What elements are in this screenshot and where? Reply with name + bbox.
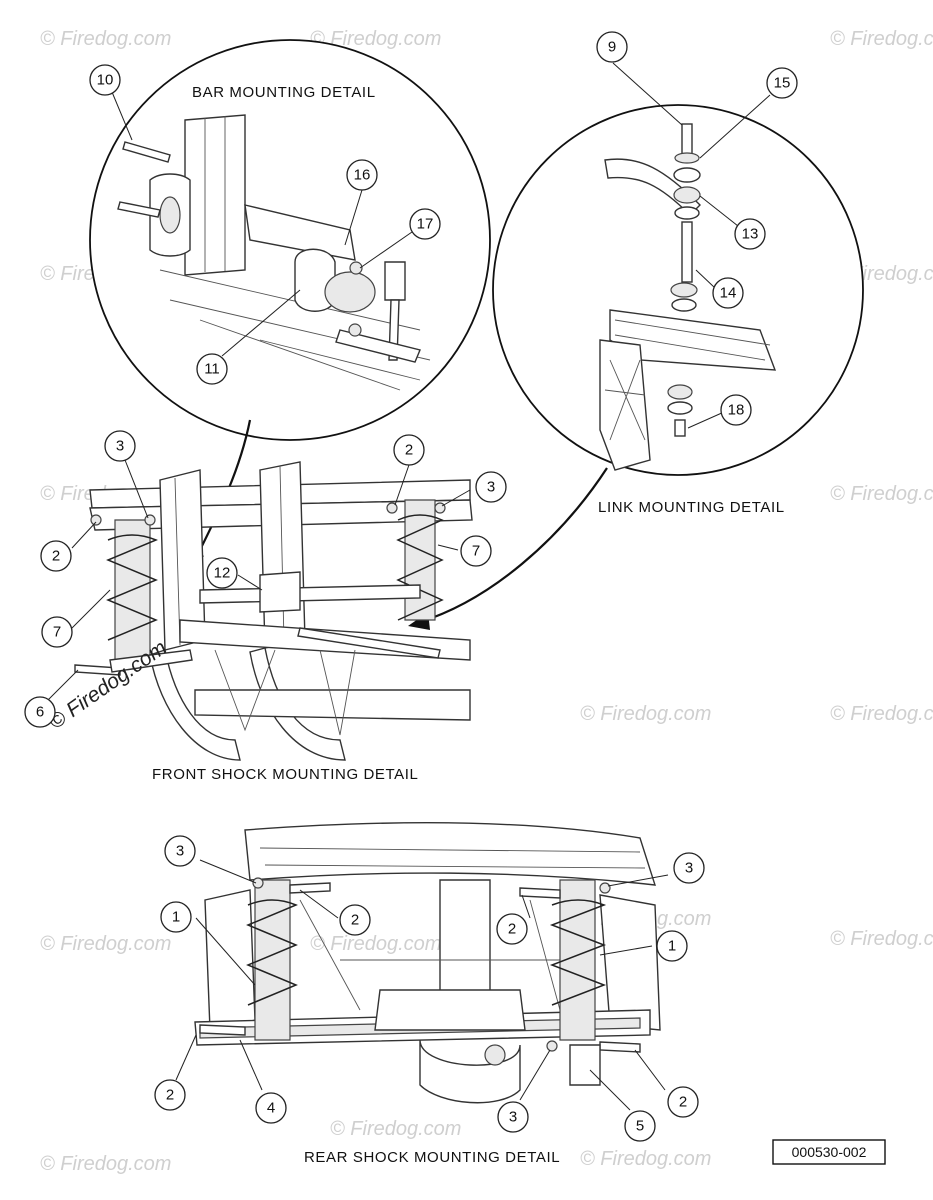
svg-text:2: 2: [679, 1094, 687, 1111]
callout-bubble: 5: [624, 1110, 656, 1142]
svg-text:17: 17: [417, 216, 434, 233]
svg-text:7: 7: [472, 543, 480, 560]
svg-text:14: 14: [720, 285, 737, 302]
svg-text:16: 16: [354, 167, 371, 184]
callout-bubble: 1: [656, 930, 688, 962]
callout-bubble: 4: [255, 1092, 287, 1124]
watermark: © Firedog.com: [580, 1148, 711, 1170]
svg-text:2: 2: [405, 442, 413, 459]
svg-text:9: 9: [608, 39, 616, 56]
svg-text:15: 15: [774, 75, 791, 92]
bar-mounting-title: BAR MOUNTING DETAIL: [192, 84, 376, 101]
callout-bubble: 6: [24, 696, 56, 728]
callout-bubble: 17: [409, 208, 441, 240]
svg-text:7: 7: [53, 624, 61, 641]
svg-text:2: 2: [52, 548, 60, 565]
svg-text:2: 2: [508, 921, 516, 938]
svg-text:6: 6: [36, 704, 44, 721]
callout-bubble: 12: [206, 557, 238, 589]
svg-text:12: 12: [214, 565, 231, 582]
callout-bubble: 1: [160, 901, 192, 933]
callout-bubble: 3: [104, 430, 136, 462]
svg-text:2: 2: [351, 912, 359, 929]
front-shock-title: FRONT SHOCK MOUNTING DETAIL: [152, 766, 419, 783]
bar-mounting-detail: BAR MOUNTING DETAIL: [89, 39, 491, 441]
watermark: © Firedog.com: [830, 703, 933, 725]
callout-bubble: 3: [475, 471, 507, 503]
callout-bubble: 7: [460, 535, 492, 567]
svg-text:3: 3: [487, 479, 495, 496]
watermark: © Firedog.com: [310, 933, 441, 955]
svg-text:3: 3: [176, 843, 184, 860]
link-mounting-title: LINK MOUNTING DETAIL: [598, 499, 785, 516]
watermark: © Firedog.com: [40, 28, 171, 50]
svg-text:1: 1: [668, 938, 676, 955]
callout-bubble: 2: [393, 434, 425, 466]
svg-text:10: 10: [97, 72, 114, 89]
callout-bubble: 2: [40, 540, 72, 572]
svg-text:1: 1: [172, 909, 180, 926]
callout-bubble: 11: [196, 353, 228, 385]
callout-bubble: 10: [89, 64, 121, 96]
watermark: © Firedog.com: [330, 1118, 461, 1140]
watermark: © Firedog.com: [40, 1153, 171, 1175]
callout-bubble: 2: [496, 913, 528, 945]
svg-text:3: 3: [509, 1109, 517, 1126]
callout-bubble: 2: [339, 904, 371, 936]
watermark: © Firedog.com: [310, 28, 441, 50]
front-shock-assembly: FRONT SHOCK MOUNTING DETAIL © Firedog.co…: [45, 459, 473, 783]
svg-text:18: 18: [728, 402, 745, 419]
watermark: © Firedog.com: [830, 928, 933, 950]
callout-bubble: 9: [596, 31, 628, 63]
watermark: © Firedog.com: [830, 483, 933, 505]
callout-bubble: 16: [346, 159, 378, 191]
watermark: © Firedog.com: [830, 28, 933, 50]
link-mounting-detail: LINK MOUNTING DETAIL: [492, 62, 864, 516]
svg-text:5: 5: [636, 1118, 644, 1135]
callout-bubble: 3: [673, 852, 705, 884]
callout-bubble: 13: [734, 218, 766, 250]
figure-code-text: 000530-002: [792, 1144, 867, 1160]
svg-text:13: 13: [742, 226, 759, 243]
svg-text:11: 11: [204, 361, 220, 378]
callout-bubble: 14: [712, 277, 744, 309]
watermark: © Firedog.com: [580, 703, 711, 725]
callout-bubble: 15: [766, 67, 798, 99]
callout-bubble: 7: [41, 616, 73, 648]
callout-bubble: 18: [720, 394, 752, 426]
callout-bubble: 3: [164, 835, 196, 867]
svg-text:3: 3: [116, 438, 124, 455]
callout-bubble: 3: [497, 1101, 529, 1133]
rear-shock-title: REAR SHOCK MOUNTING DETAIL: [304, 1149, 560, 1166]
svg-text:4: 4: [267, 1100, 275, 1117]
svg-text:2: 2: [166, 1087, 174, 1104]
figure-code: 000530-002: [772, 1139, 886, 1165]
watermark: © Firedog.com: [40, 933, 171, 955]
rear-shock-assembly: REAR SHOCK MOUNTING DETAIL: [175, 821, 669, 1166]
callout-bubble: 2: [154, 1079, 186, 1111]
callouts: 10 16 17 11 9 15 13 14 18 3 2 3 2 7 7 12…: [24, 31, 798, 1142]
svg-text:3: 3: [685, 860, 693, 877]
callout-bubble: 2: [667, 1086, 699, 1118]
